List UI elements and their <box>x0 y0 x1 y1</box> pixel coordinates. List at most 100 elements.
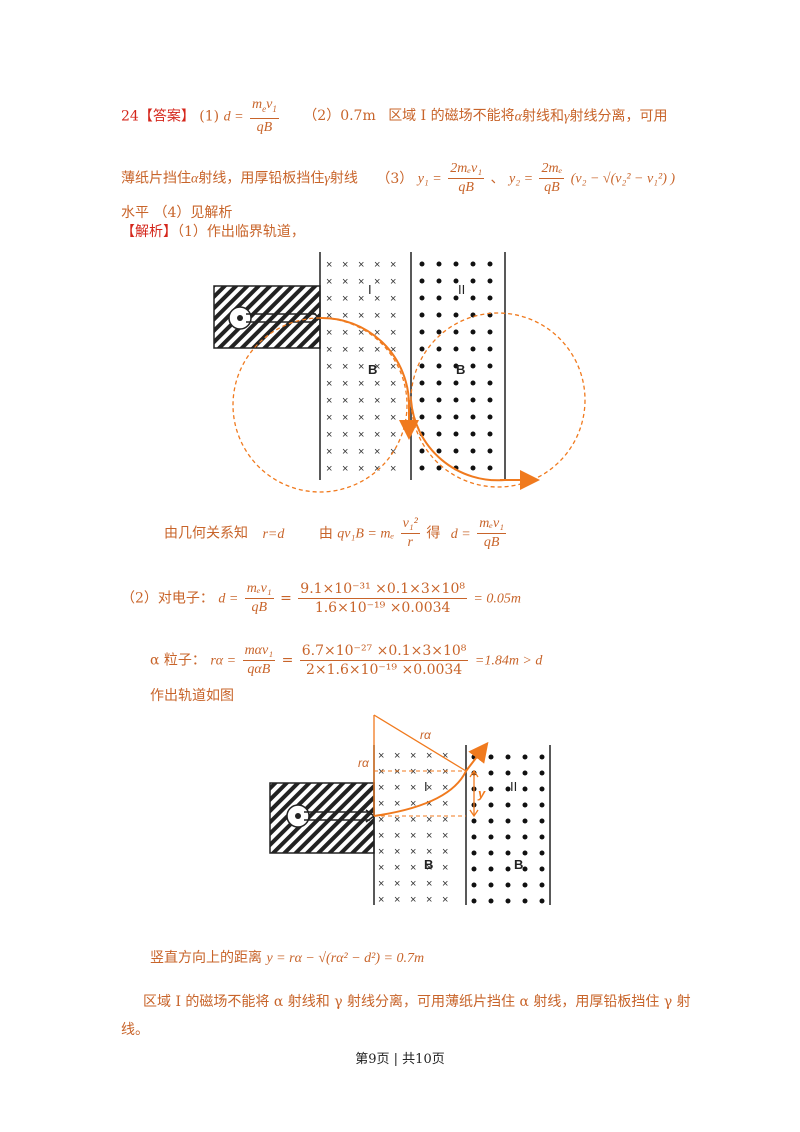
field-cross: × <box>374 259 380 271</box>
field-dot <box>522 866 528 872</box>
analysis-heading: 【解析】（1）作出临界轨道， <box>121 224 305 240</box>
field-dot <box>487 329 493 335</box>
field-dot <box>471 866 477 872</box>
field-dot <box>539 770 545 776</box>
field-cross: × <box>358 412 364 424</box>
field-dot <box>419 448 425 454</box>
field-cross: × <box>394 830 400 842</box>
field-cross: × <box>442 878 448 890</box>
field-dot <box>453 346 459 352</box>
field-dot <box>436 346 442 352</box>
field-cross: × <box>442 814 448 826</box>
field-dot <box>453 414 459 420</box>
field-cross: × <box>358 344 364 356</box>
field-cross: × <box>442 782 448 794</box>
field-dot <box>419 346 425 352</box>
field-dot <box>522 834 528 840</box>
field-cross: × <box>390 310 396 322</box>
field-cross: × <box>326 293 332 305</box>
field-cross: × <box>394 862 400 874</box>
field-dot <box>539 898 545 904</box>
field-dot <box>488 818 494 824</box>
field-dot <box>419 261 425 267</box>
field-dot <box>488 898 494 904</box>
field-dot <box>522 770 528 776</box>
field-cross: × <box>326 327 332 339</box>
field-dot <box>488 802 494 808</box>
field-cross: × <box>390 293 396 305</box>
field-cross: × <box>410 766 416 778</box>
field-dot <box>522 882 528 888</box>
field-cross: × <box>358 310 364 322</box>
field-cross: × <box>378 894 384 906</box>
page-footer: 第9页 | 共10页 <box>355 1052 445 1067</box>
field-cross: × <box>342 327 348 339</box>
field-dot <box>419 295 425 301</box>
critical-orbit-arc <box>319 316 410 406</box>
field-dot <box>487 397 493 403</box>
field-cross: × <box>342 259 348 271</box>
answer-line-1: 24【答案】 (1) d = mev1 qB （2）0.7m 区域 I 的磁场不… <box>121 97 668 135</box>
field-dot <box>487 380 493 386</box>
field-cross: × <box>410 782 416 794</box>
svg-text:II: II <box>510 779 517 794</box>
field-dot <box>470 363 476 369</box>
vertical-distance: 竖直方向上的距离 y = rα − √(rα² − d²) = 0.7m <box>150 950 425 966</box>
field-cross: × <box>390 378 396 390</box>
field-dot <box>436 414 442 420</box>
field-cross: × <box>374 395 380 407</box>
field-dot <box>539 802 545 808</box>
answer-label: 24【答案】 <box>121 108 195 125</box>
field-cross: × <box>358 259 364 271</box>
field-dot <box>436 397 442 403</box>
field-cross: × <box>442 862 448 874</box>
field-dot <box>436 363 442 369</box>
field-cross: × <box>410 830 416 842</box>
field-cross: × <box>342 276 348 288</box>
field-cross: × <box>326 259 332 271</box>
field-dot <box>453 329 459 335</box>
field-cross: × <box>374 293 380 305</box>
b-label-right: B <box>456 362 465 377</box>
field-dot <box>419 380 425 386</box>
svg-text:I: I <box>424 779 428 794</box>
answer-p1-fraction: mev1 qB <box>249 97 279 135</box>
field-cross: × <box>358 446 364 458</box>
field-dot <box>488 786 494 792</box>
field-dot <box>453 431 459 437</box>
dashed-orbit-right <box>410 312 586 488</box>
answer-p1-lhs: d = <box>223 109 244 125</box>
field-into-page-2: ××××××××××××××××××××××××××××××××××××××××… <box>378 750 448 906</box>
field-dot <box>539 786 545 792</box>
field-cross: × <box>326 412 332 424</box>
field-dot <box>488 754 494 760</box>
field-dot <box>436 448 442 454</box>
field-cross: × <box>442 766 448 778</box>
field-cross: × <box>442 830 448 842</box>
r-alpha-label-left: rα <box>358 756 370 770</box>
field-dot <box>505 786 511 792</box>
field-dot <box>487 431 493 437</box>
field-cross: × <box>378 782 384 794</box>
field-cross: × <box>342 429 348 441</box>
field-dot <box>436 465 442 471</box>
field-dot <box>470 346 476 352</box>
field-dot <box>471 818 477 824</box>
field-cross: × <box>390 463 396 475</box>
field-cross: × <box>326 344 332 356</box>
b-label-left: B <box>368 362 377 377</box>
field-dot <box>453 397 459 403</box>
field-cross: × <box>410 750 416 762</box>
svg-text:B: B <box>424 857 433 872</box>
field-cross: × <box>410 814 416 826</box>
field-cross: × <box>326 378 332 390</box>
answer-p1-tag: (1) <box>199 108 220 125</box>
field-dot <box>470 431 476 437</box>
field-dot <box>470 448 476 454</box>
field-cross: × <box>426 766 432 778</box>
field-cross: × <box>426 782 432 794</box>
field-cross: × <box>326 446 332 458</box>
field-cross: × <box>342 344 348 356</box>
